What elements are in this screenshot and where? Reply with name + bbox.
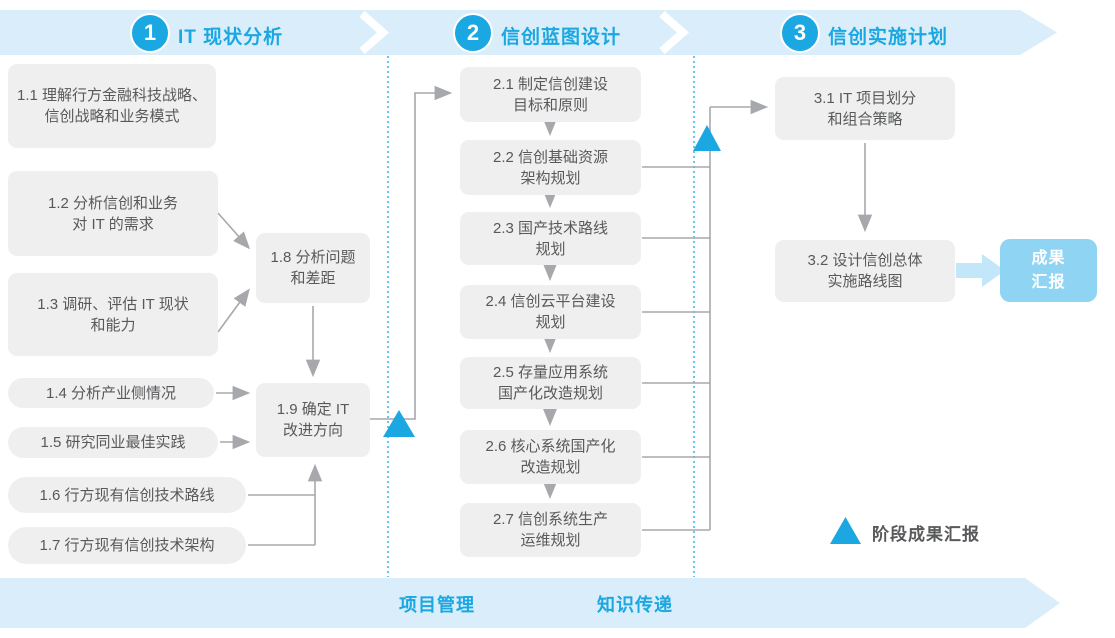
phase-1-title: IT 现状分析 [178,27,284,48]
banner-chevron-2-icon [659,10,690,55]
phase1-connectors [216,85,453,546]
phase-2-number-badge: 2 [453,13,493,53]
step-1-6-box: 1.6 行方现有信创技术路线 [8,477,246,513]
bottom-banner-band [0,578,1060,628]
step-1-4-box: 1.4 分析产业侧情况 [8,378,214,408]
step-2-7-box: 2.7 信创系统生产 运维规划 [460,503,641,557]
top-banner-band [0,10,1057,55]
step-3-1-box: 3.1 IT 项目划分 和组合策略 [775,77,955,140]
milestone-triangle-phase2-icon [693,125,721,151]
step-1-9-box: 1.9 确定 IT 改进方向 [256,383,370,457]
legend-label: 阶段成果汇报 [872,525,980,544]
phase-1-number-badge: 1 [130,13,170,53]
step-1-5-box: 1.5 研究同业最佳实践 [8,427,218,458]
step-2-3-box: 2.3 国产技术路线 规划 [460,212,641,265]
step-1-7-box: 1.7 行方现有信创技术架构 [8,527,246,564]
step-2-1-box: 2.1 制定信创建设 目标和原则 [460,67,641,122]
step-2-5-box: 2.5 存量应用系统 国产化改造规划 [460,357,641,409]
footer-knowledge-transfer-label: 知识传递 [597,595,673,615]
step-1-3-box: 1.3 调研、评估 IT 现状 和能力 [8,273,218,356]
phase-3-title: 信创实施计划 [828,27,949,48]
footer-project-management-label: 项目管理 [399,595,475,615]
step-1-8-box: 1.8 分析问题 和差距 [256,233,370,303]
step-1-2-box: 1.2 分析信创和业务 对 IT 的需求 [8,171,218,256]
phase-2-title: 信创蓝图设计 [501,27,622,48]
result-arrow-icon [956,254,1005,287]
phase-3-number-badge: 3 [780,13,820,53]
arrow-1-9-to-2-1 [370,85,453,420]
legend-triangle-icon [830,517,861,544]
banner-chevron-1-icon [359,10,390,55]
result-report-box: 成果 汇报 [1000,239,1097,302]
step-2-2-box: 2.2 信创基础资源 架构规划 [460,140,641,195]
arrow-1-2-to-1-8 [217,212,251,250]
step-1-1-box: 1.1 理解行方金融科技战略、 信创战略和业务模式 [8,64,216,148]
arrow-1-3-to-1-8 [217,288,250,333]
milestone-triangle-phase1-icon [383,410,415,437]
phase2-collector-lines [642,99,769,531]
step-2-4-box: 2.4 信创云平台建设 规划 [460,285,641,339]
step-3-2-box: 3.2 设计信创总体 实施路线图 [775,240,955,302]
step-2-6-box: 2.6 核心系统国产化 改造规划 [460,430,641,484]
